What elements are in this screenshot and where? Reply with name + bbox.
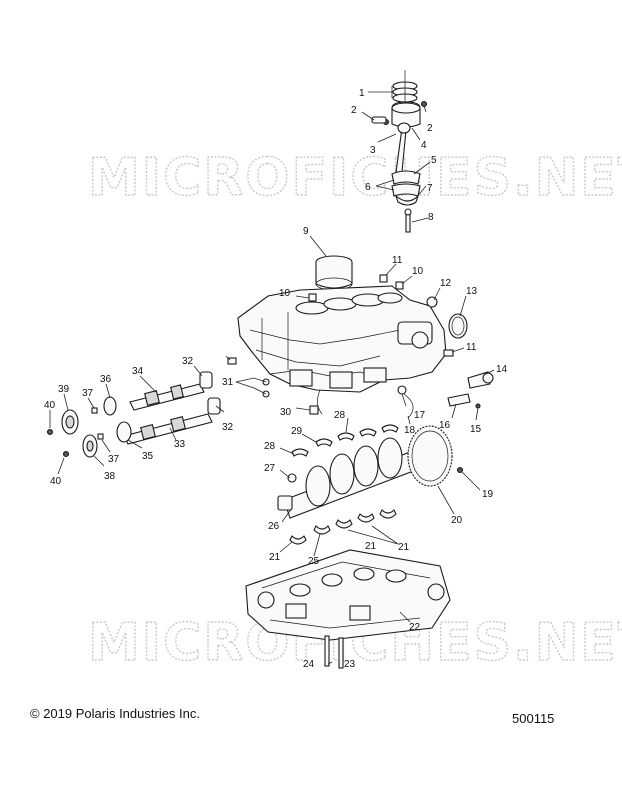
key-37-bottom [97,433,104,440]
dowel-10-left [308,293,317,302]
callout-23: 23 [344,659,356,670]
callout-13: 13 [466,286,478,297]
callout-9: 9 [303,226,309,237]
reluctor-ring-20 [407,425,453,487]
bolt-24 [324,635,330,667]
knock-sensor-16 [447,393,471,407]
watermark-top: MICROFICHES.NET [88,148,622,208]
callout-11-top: 11 [392,255,403,266]
callout-28-left: 28 [264,441,276,452]
callout-7: 7 [427,183,433,194]
callout-31: 31 [222,377,234,388]
callout-26: 26 [268,521,280,532]
dowel-30 [309,405,319,415]
main-bearings-lower [289,509,397,545]
dowel-11 [379,274,388,283]
callout-37-bottom: 37 [108,454,120,465]
callout-38: 38 [104,471,116,482]
plug-11-right [443,349,454,357]
callout-40-bottom: 40 [50,476,62,487]
callout-32-bottom: 32 [222,422,234,433]
callout-33: 33 [174,439,186,450]
engine-block [237,285,447,393]
callout-21-right: 21 [398,542,410,553]
callout-10-right: 10 [412,266,424,277]
callout-5: 5 [431,155,437,166]
callout-28-top: 28 [334,410,346,421]
lower-crankcase [245,549,451,641]
callout-17: 17 [414,410,426,421]
callout-36: 36 [100,374,112,385]
thrust-washer-27 [287,473,297,483]
dowel-10-right [395,281,404,290]
callout-4: 4 [421,140,427,151]
callout-37-top: 37 [82,388,94,399]
callout-39: 39 [58,384,70,395]
bolt-15 [475,403,481,409]
bolt-19 [456,466,464,474]
callout-6: 6 [365,182,371,193]
callout-1: 1 [359,88,365,99]
callout-34: 34 [132,366,144,377]
gear-36 [103,396,117,416]
callout-11-right: 11 [466,342,477,353]
callout-2-right: 2 [427,123,433,134]
sensor-17 [397,385,407,395]
callout-30: 30 [280,407,292,418]
callout-21-mid: 21 [365,541,377,552]
plug-12 [426,296,438,308]
callout-15: 15 [470,424,482,435]
bolt-40-bottom [62,450,70,458]
callout-25: 25 [308,556,320,567]
cylinder-liner [315,255,353,291]
leader-lines [49,86,495,665]
main-bearings-upper [291,424,399,457]
callout-32-top: 32 [182,356,194,367]
callout-22: 22 [409,622,421,633]
crankshaft [277,437,417,519]
harness-18 [403,393,414,419]
callout-35: 35 [142,451,154,462]
callout-8: 8 [428,212,434,223]
callout-12: 12 [440,278,452,289]
callout-40-top: 40 [44,400,56,411]
plug-31 [227,357,237,365]
callout-labels: 1 2 2 3 4 5 6 7 8 9 10 10 11 11 12 13 14… [44,88,508,670]
callout-16: 16 [439,420,451,431]
callout-19: 19 [482,489,494,500]
callout-10-left: 10 [279,288,291,299]
bolt-40-top [46,428,54,436]
bolt-23 [338,637,344,669]
callout-18: 18 [404,425,416,436]
callout-3: 3 [370,145,376,156]
balance-shafts [123,371,221,445]
gear-35 [116,421,132,443]
callout-27: 27 [264,463,276,474]
callout-21-left: 21 [269,552,281,563]
callout-29: 29 [291,426,303,437]
callout-2-left: 2 [351,105,357,116]
copyright-notice: © 2019 Polaris Industries Inc. [30,706,200,721]
diagram-number: 500115 [512,711,555,726]
callout-14: 14 [496,364,508,375]
callout-20: 20 [451,515,463,526]
callout-24: 24 [303,659,315,670]
piston-assembly [371,70,428,233]
key-37-top [91,407,98,414]
